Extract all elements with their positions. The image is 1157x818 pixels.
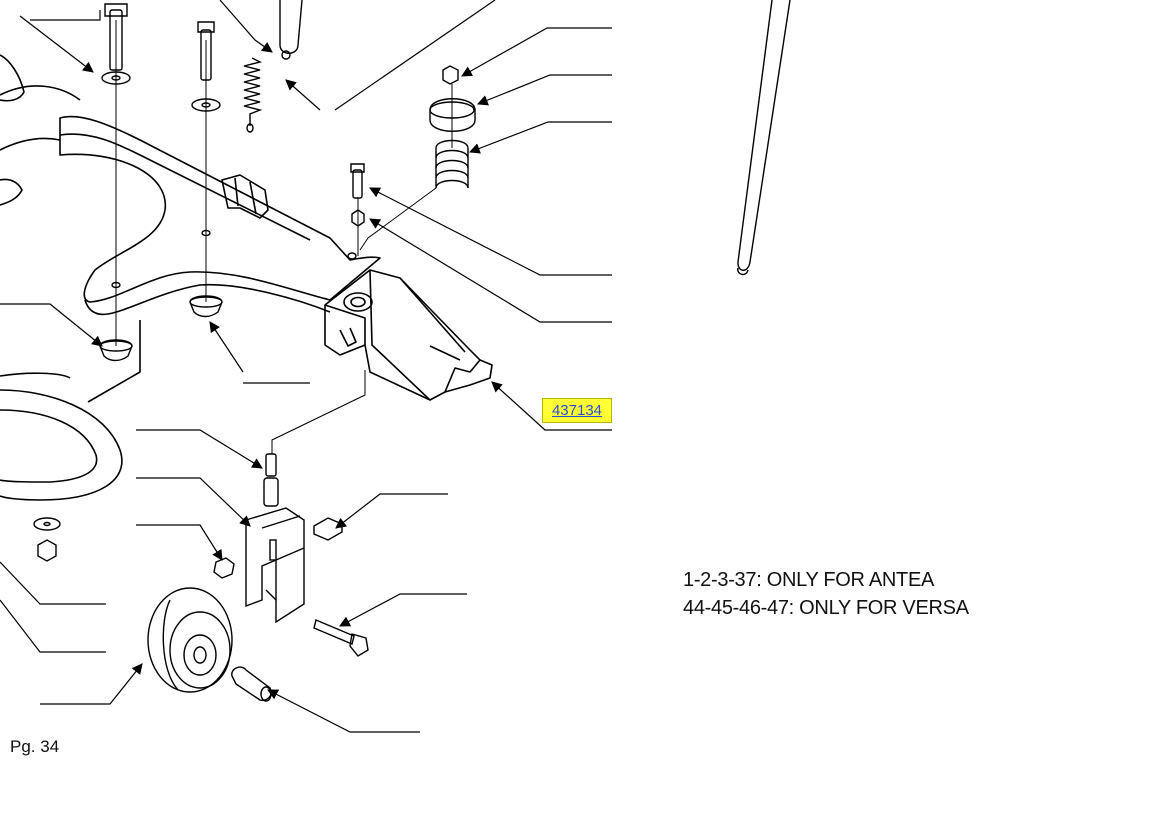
part-code-link[interactable]: 437134 — [542, 398, 612, 423]
note-antea: 1-2-3-37: ONLY FOR ANTEA — [683, 569, 935, 591]
leader-lines — [0, 0, 612, 733]
chassis-frame — [0, 54, 493, 501]
page-number: Pg. 34 — [10, 737, 60, 756]
version-notes: 1-2-3-37: ONLY FOR ANTEA 44-45-46-47: ON… — [683, 566, 969, 622]
note-versa: 44-45-46-47: ONLY FOR VERSA — [683, 597, 969, 619]
hardware-parts — [33, 0, 791, 702]
axis-lines — [115, 20, 453, 454]
